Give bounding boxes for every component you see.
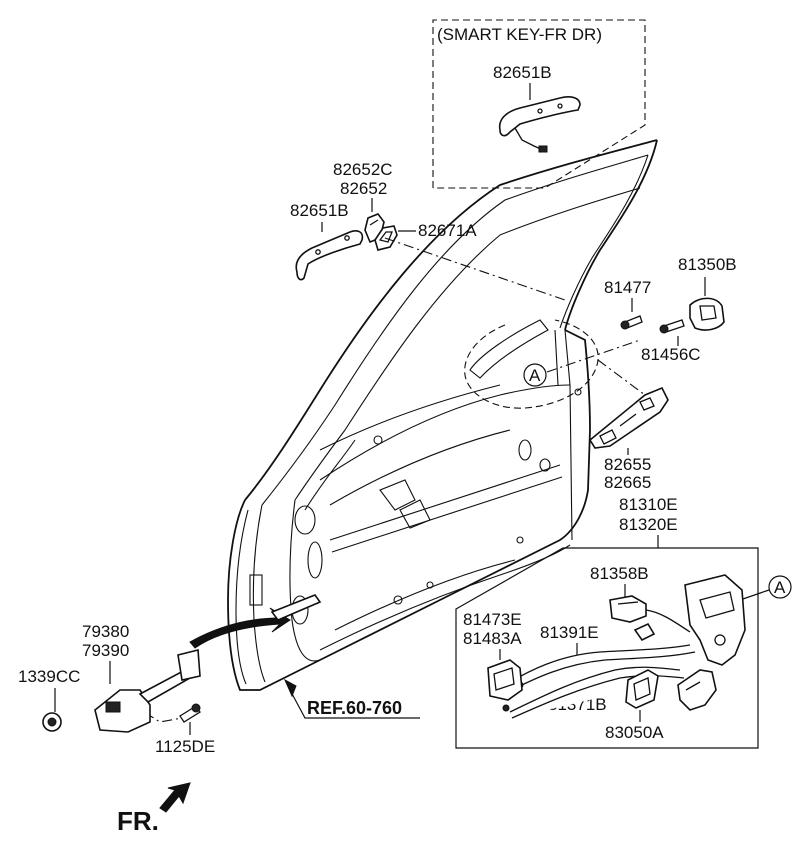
striker-icon: [689, 297, 725, 331]
label-81358B: 81358B: [590, 564, 649, 583]
outside-handle-icon: [295, 230, 364, 281]
lock-assembly-box: [455, 547, 759, 749]
smart-key-box-title: (SMART KEY-FR DR): [437, 25, 602, 44]
label-1339CC: 1339CC: [18, 667, 80, 686]
label-82652C: 82652C: [333, 160, 393, 179]
label-81473E: 81473E: [463, 610, 522, 629]
ref-callout: REF.60-760: [283, 678, 420, 719]
lock-area-ellipse: [464, 319, 599, 409]
label-81456C: 81456C: [641, 345, 701, 364]
label-79390: 79390: [82, 641, 129, 660]
door-latch-icon: [677, 574, 746, 711]
label-1125DE: 1125DE: [155, 737, 215, 756]
smart-key-box-border: [432, 19, 646, 189]
smart-key-box: (SMART KEY-FR DR) 82651B: [432, 19, 646, 189]
label-82665: 82665: [604, 473, 651, 492]
label-79380: 79380: [82, 622, 129, 641]
callout-a-box: A: [768, 575, 792, 599]
callout-a-box-letter: A: [774, 578, 786, 597]
label-83050A: 83050A: [605, 723, 664, 742]
inside-lever-icon: [487, 659, 523, 701]
label-81310E: 81310E: [619, 495, 678, 514]
actuator-icon: [609, 595, 691, 642]
door-checker-icon: [94, 648, 201, 733]
label-81350B: 81350B: [678, 255, 737, 274]
label-82655: 82655: [604, 455, 651, 474]
callout-a-door: A: [523, 363, 547, 387]
bolt-81477-icon: [620, 315, 643, 330]
handle-leader: [384, 237, 566, 301]
bolt-81456C-icon: [659, 319, 685, 334]
checker-install-arrow: [189, 607, 291, 649]
smart-key-part-label: 82651B: [493, 63, 552, 82]
ref-label: REF.60-760: [307, 698, 402, 718]
inside-handle-icon: [588, 386, 669, 449]
front-direction-indicator: FR.: [117, 782, 191, 836]
door-frame-outline: [227, 139, 658, 691]
label-82652: 82652: [340, 179, 387, 198]
label-82651B: 82651B: [290, 201, 349, 220]
bolt-1125DE-icon: [179, 703, 201, 723]
label-81477: 81477: [604, 278, 651, 297]
cables-icon: [502, 644, 696, 719]
nut-1339CC-icon: [42, 712, 62, 732]
fr-arrow-icon: [159, 782, 191, 813]
label-81320E: 81320E: [619, 515, 678, 534]
label-81391E: 81391E: [540, 623, 599, 642]
label-81483A: 81483A: [463, 629, 522, 648]
checker-mounted-icon: [270, 594, 322, 621]
grommet-icon: [625, 669, 659, 709]
fr-label: FR.: [117, 806, 159, 836]
smart-key-handle-icon: [498, 96, 581, 153]
callout-a-door-letter: A: [529, 366, 541, 385]
